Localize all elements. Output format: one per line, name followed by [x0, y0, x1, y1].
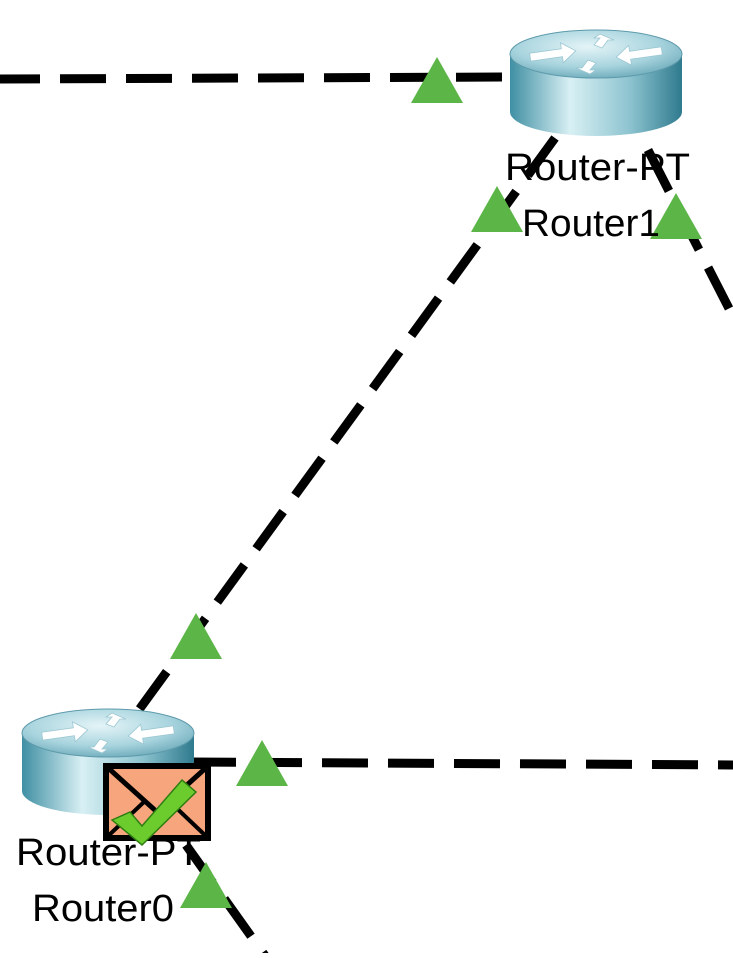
device-model-label: Router-PT [505, 147, 690, 189]
link-router1-right[interactable] [643, 147, 733, 330]
check-icon [110, 778, 198, 847]
router-icon[interactable] [509, 29, 683, 137]
link-up-indicator [170, 613, 222, 659]
device-router1[interactable]: Router-PT Router1 [505, 29, 690, 245]
device-name-label[interactable]: Router1 [522, 203, 660, 245]
envelope-check-icon[interactable] [103, 763, 211, 847]
device-name-label[interactable]: Router0 [32, 888, 174, 930]
link-router0-right[interactable] [189, 757, 733, 770]
device-router0[interactable]: Router-PT Router0 [16, 708, 201, 930]
link-router1-router0[interactable] [129, 135, 559, 721]
